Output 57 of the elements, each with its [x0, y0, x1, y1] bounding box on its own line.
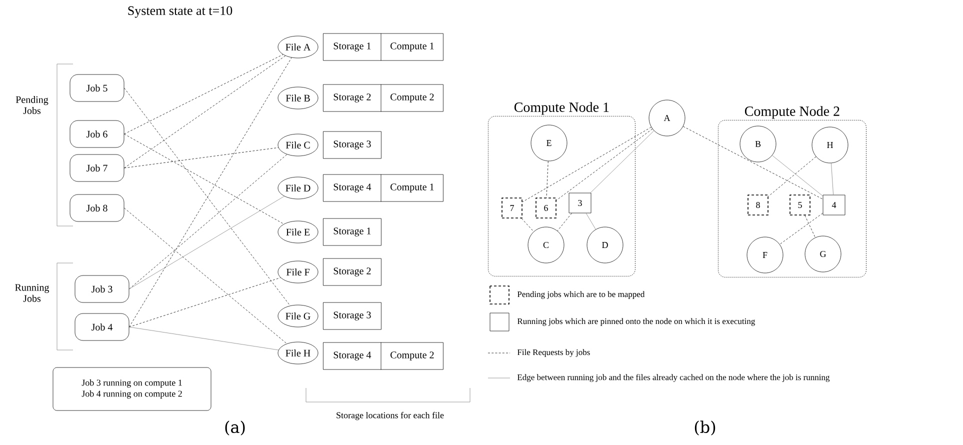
- pending-job-square: 8: [748, 194, 768, 216]
- group-label: Pending Jobs: [16, 96, 48, 114]
- connector-line: [124, 147, 279, 168]
- connector-line: [129, 154, 288, 290]
- running-job-square: 3: [568, 192, 592, 214]
- connector-line: [780, 212, 823, 245]
- legend-text: Pending jobs which are to be mapped: [517, 291, 645, 299]
- node-label: Compute Node 1: [514, 102, 609, 115]
- storage-row: Storage 3: [323, 302, 382, 330]
- pending-job-square: 6: [536, 198, 556, 218]
- connector-line: [557, 213, 572, 232]
- storage-row: Storage 4 Compute 2: [323, 342, 444, 370]
- legend-text: File Requests by jobs: [517, 349, 590, 357]
- node-label: Compute Node 2: [744, 106, 840, 119]
- panel-label: (b): [694, 420, 716, 436]
- running-job-square: 4: [822, 194, 846, 216]
- connector-line: [522, 126, 652, 202]
- job-box: Job 7: [70, 154, 124, 182]
- connector-line: [129, 277, 281, 328]
- connector-line: [124, 88, 290, 306]
- connector-line: [124, 56, 286, 168]
- connector-line: [586, 213, 596, 230]
- storage-row: Storage 1 Compute 1: [323, 33, 444, 61]
- group-label: Running Jobs: [15, 284, 50, 302]
- connector-line: [124, 54, 284, 134]
- job-box: Job 5: [70, 74, 124, 102]
- connector-line: [546, 160, 548, 198]
- connector-line: [682, 126, 823, 200]
- connector-line: [124, 208, 288, 344]
- job-box: Job 4: [74, 313, 130, 341]
- connector-line: [768, 156, 816, 197]
- connector-line: [590, 130, 654, 193]
- job-box: Job 8: [70, 194, 124, 222]
- pending-job-square: 7: [502, 198, 522, 218]
- pending-job-square: 5: [790, 194, 810, 216]
- connector-line: [831, 162, 834, 195]
- storage-row: Storage 3: [323, 131, 382, 159]
- connector-line: [129, 196, 284, 290]
- title: System state at t=10: [128, 6, 232, 18]
- job-box: Job 6: [70, 120, 124, 148]
- storage-row: Storage 1: [323, 218, 382, 246]
- connector-line: [129, 57, 292, 328]
- connector-line: [772, 155, 823, 196]
- storage-row: Storage 2: [323, 258, 382, 286]
- connector-line: [521, 218, 534, 232]
- panel-label: (a): [225, 420, 245, 436]
- connector-line: [129, 326, 279, 350]
- caption: Storage locations for each file: [336, 412, 444, 420]
- connector-line: [124, 134, 284, 224]
- legend-text: Running jobs which are pinned onto the node on which it is executing: [517, 318, 756, 326]
- note-box: Job 3 running on compute 1 Job 4 running on compute 2: [52, 367, 212, 411]
- legend-text: Edge between running job and the files already cached on the node where the job is running: [517, 374, 830, 382]
- connector-line: [556, 128, 653, 200]
- storage-row: Storage 4 Compute 1: [323, 174, 444, 202]
- storage-row: Storage 2 Compute 2: [323, 84, 444, 112]
- connector-line: [804, 215, 816, 238]
- job-box: Job 3: [74, 275, 130, 303]
